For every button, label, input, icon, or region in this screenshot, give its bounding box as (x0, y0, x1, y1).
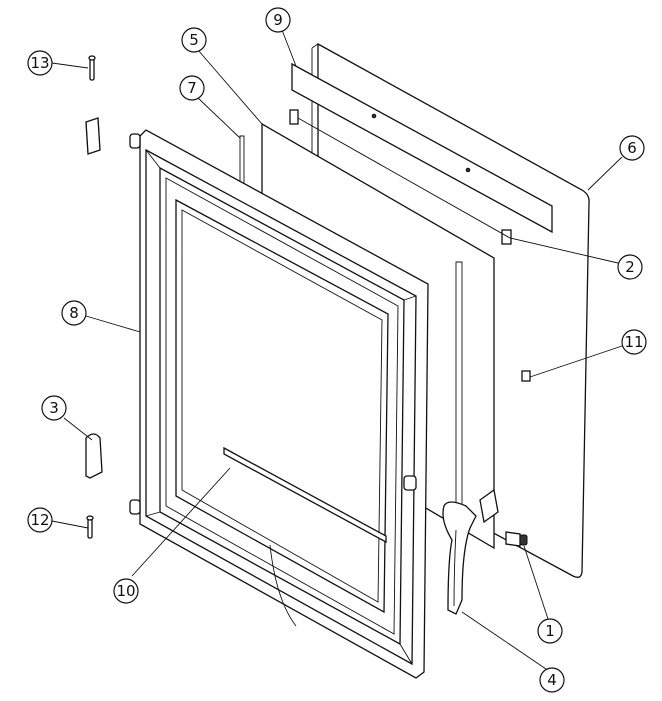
callout-5: 5 (181, 27, 207, 53)
callout-3: 3 (41, 395, 67, 421)
top-pin (88, 55, 96, 81)
callout-12: 12 (27, 507, 53, 533)
callout-12-label: 12 (30, 511, 49, 529)
hinge-block-top (85, 117, 101, 155)
handle-bolt (505, 531, 528, 547)
callout-9: 9 (265, 7, 291, 33)
callout-2: 2 (617, 254, 643, 280)
callout-13-label: 13 (30, 54, 49, 72)
callout-10: 10 (113, 578, 139, 604)
callout-13: 13 (27, 50, 53, 76)
callout-11-label: 11 (624, 333, 643, 351)
door-handle (442, 488, 499, 615)
frame-hinge-bottom (129, 499, 141, 515)
callout-5-label: 5 (189, 31, 199, 49)
callout-1-label: 1 (545, 622, 555, 640)
callout-4: 4 (539, 667, 565, 693)
callout-7: 7 (179, 75, 205, 101)
frame-latch-knob (403, 475, 417, 491)
frame-hinge-top (129, 133, 141, 149)
bottom-pin (86, 515, 94, 539)
callout-9-label: 9 (273, 11, 283, 29)
door-frame (139, 129, 429, 679)
callout-3-label: 3 (49, 399, 59, 417)
callout-6-label: 6 (627, 139, 637, 157)
callout-6: 6 (619, 135, 645, 161)
leader-lines (51, 29, 623, 670)
callout-10-label: 10 (116, 582, 135, 600)
hinge-strip (291, 62, 553, 234)
callout-7-label: 7 (187, 79, 197, 97)
panel-clip (521, 370, 531, 382)
callout-1: 1 (537, 618, 563, 644)
panel-tab (289, 109, 512, 245)
callout-11: 11 (621, 329, 647, 355)
callout-8-label: 8 (69, 304, 79, 322)
gasket-bar (223, 446, 387, 544)
callout-2-label: 2 (625, 258, 635, 276)
hinge-block-bottom (85, 433, 103, 479)
callout-4-label: 4 (547, 671, 557, 689)
callout-8: 8 (61, 300, 87, 326)
